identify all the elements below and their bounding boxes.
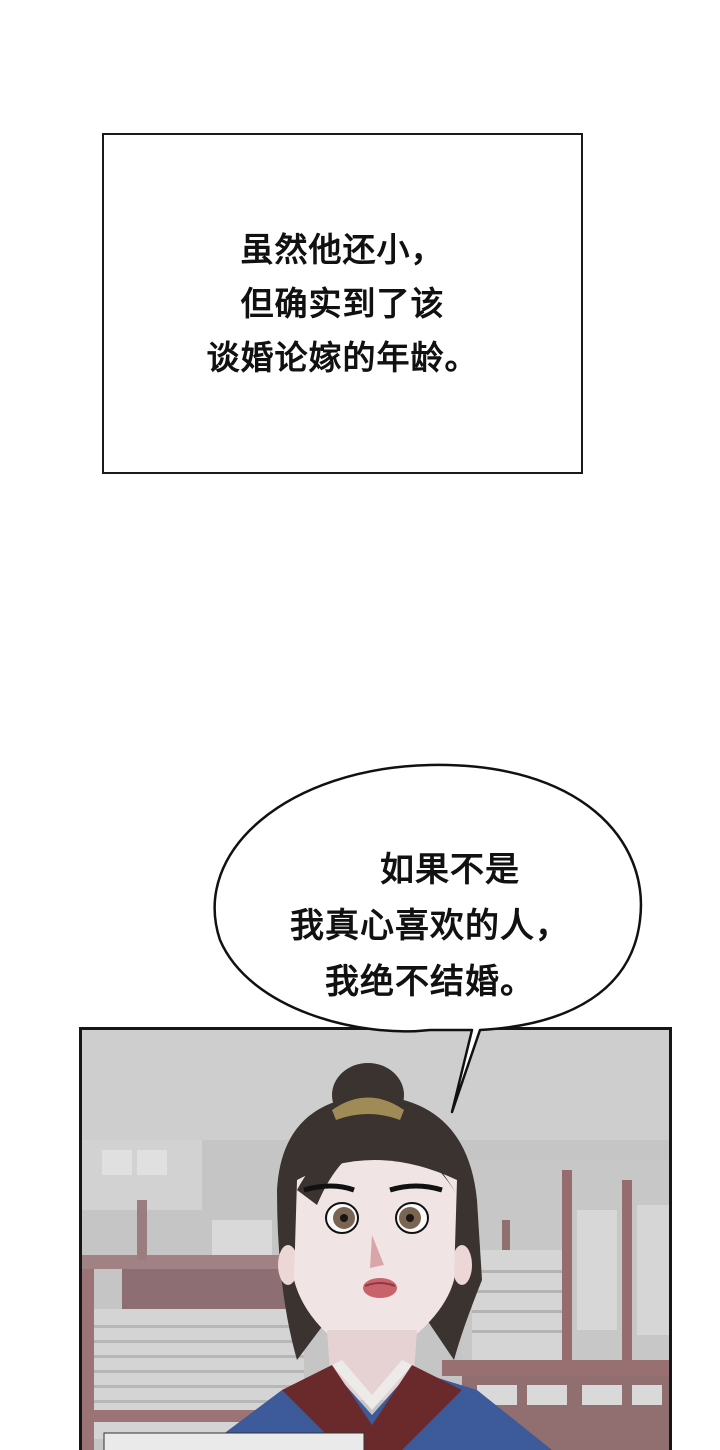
library-scene-illustration — [82, 1030, 669, 1450]
narration-line-2: 但确实到了该 — [240, 284, 445, 323]
narration-caption-box: 虽然他还小， 但确实到了该 谈婚论嫁的年龄。 — [102, 133, 583, 474]
speech-line-1: 如果不是 — [380, 850, 520, 890]
narration-line-1: 虽然他还小， — [240, 230, 445, 269]
caption-plate-edge — [103, 1432, 365, 1450]
narration-line-3: 谈婚论嫁的年龄。 — [206, 338, 479, 377]
narration-text: 虽然他还小， 但确实到了该 谈婚论嫁的年龄。 — [104, 223, 581, 385]
speech-line-3: 我绝不结婚。 — [325, 962, 535, 1002]
speech-bubble-text: 如果不是 我真心喜欢的人， 我绝不结婚。 — [230, 842, 630, 1010]
bookshelf-right — [442, 1160, 669, 1450]
speech-line-2: 我真心喜欢的人， — [290, 906, 570, 946]
comic-panel-character — [79, 1027, 672, 1450]
